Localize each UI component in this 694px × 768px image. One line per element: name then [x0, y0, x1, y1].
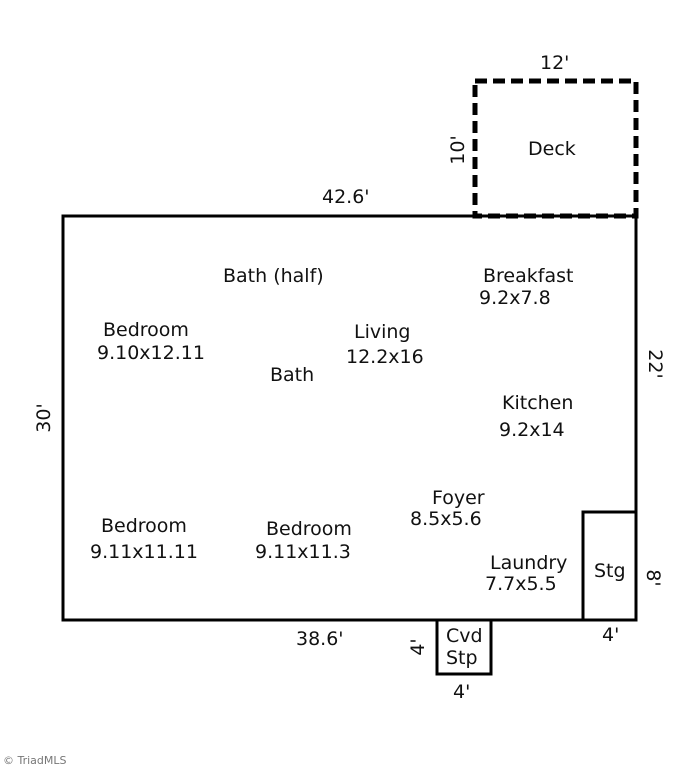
kitchen-size: 9.2x14	[499, 419, 565, 441]
storage-outline	[581, 510, 638, 622]
bedroom3-label: Bedroom	[266, 518, 352, 540]
storage-label: Stg	[594, 560, 626, 582]
bath-half-label: Bath (half)	[223, 265, 324, 287]
kitchen-label: Kitchen	[502, 392, 574, 414]
deck-width-dim: 12'	[540, 52, 570, 74]
deck-label: Deck	[528, 138, 576, 160]
storage-width-dim: 4'	[602, 624, 620, 646]
foyer-label: Foyer	[432, 487, 485, 509]
covered-step-outline	[435, 620, 493, 676]
bedroom3-size: 9.11x11.3	[255, 541, 351, 563]
breakfast-size: 9.2x7.8	[479, 287, 551, 309]
breakfast-label: Breakfast	[483, 265, 574, 287]
laundry-label: Laundry	[490, 552, 568, 574]
left-height-dim: 30'	[33, 403, 55, 433]
bedroom1-size: 9.10x12.11	[97, 342, 205, 364]
step-width-dim: 4'	[453, 681, 471, 703]
bath-label: Bath	[270, 364, 315, 386]
bedroom1-label: Bedroom	[103, 319, 189, 341]
storage-height-dim: 8'	[642, 569, 664, 587]
living-size: 12.2x16	[346, 346, 424, 368]
listing-credit: © TriadMLS	[3, 754, 67, 767]
top-width-dim: 42.6'	[322, 186, 370, 208]
house-outline	[61, 214, 638, 622]
foyer-size: 8.5x5.6	[410, 508, 482, 530]
covered-step-label-line1: Cvd	[446, 625, 483, 647]
laundry-size: 7.7x5.5	[485, 573, 557, 595]
bedroom2-size: 9.11x11.11	[90, 541, 198, 563]
right-height-dim: 22'	[644, 349, 666, 379]
deck-outline	[472, 78, 639, 219]
bedroom2-label: Bedroom	[101, 515, 187, 537]
step-depth-dim: 4'	[407, 638, 429, 656]
deck-depth-dim: 10'	[447, 135, 469, 165]
covered-step-label-line2: Stp	[446, 647, 478, 669]
bottom-width-dim: 38.6'	[296, 628, 344, 650]
living-label: Living	[354, 321, 411, 343]
